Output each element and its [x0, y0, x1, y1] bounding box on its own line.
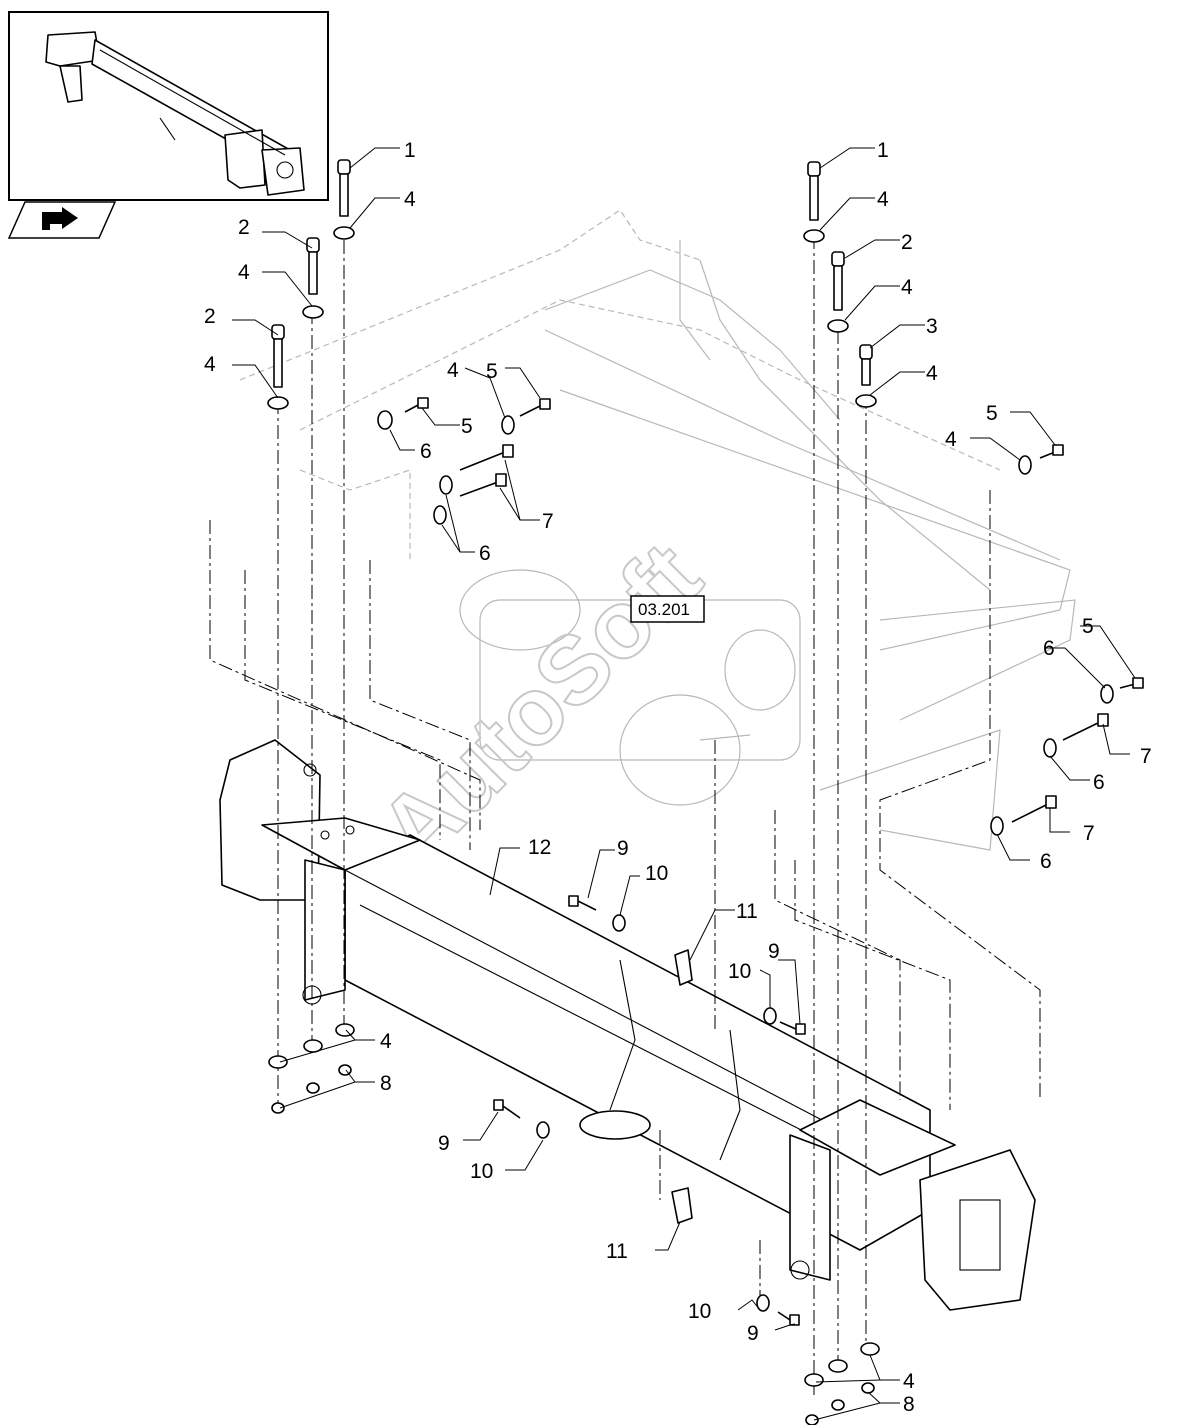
callout-5: 5 — [486, 360, 498, 383]
axle-beam-thumbnail — [45, 31, 305, 196]
callout-6: 6 — [1093, 771, 1105, 794]
background-tractor-frame — [239, 209, 1076, 851]
callout-6: 6 — [479, 542, 491, 565]
bolt-2-left-lower — [271, 324, 285, 388]
callout-2: 2 — [204, 305, 216, 328]
callout-4: 4 — [204, 353, 216, 376]
cross-reference-label: 03.201 — [638, 600, 690, 619]
back-arrow-icon[interactable] — [7, 201, 117, 239]
nuts-8 — [271, 1064, 875, 1425]
bolts-9-washers-10-clips-11 — [493, 895, 806, 1326]
callout-7: 7 — [542, 510, 554, 533]
callout-4: 4 — [903, 1370, 915, 1393]
callout-11: 11 — [736, 900, 758, 923]
bolt-3-right — [859, 344, 873, 386]
callout-9: 9 — [747, 1322, 759, 1345]
callout-10: 10 — [688, 1300, 711, 1323]
callout-5: 5 — [986, 402, 998, 425]
callout-4: 4 — [877, 188, 889, 211]
callout-4: 4 — [447, 359, 459, 382]
callout-1: 1 — [404, 139, 416, 162]
watermark: AutoSoft — [359, 523, 721, 885]
callout-6: 6 — [420, 440, 432, 463]
callout-8: 8 — [903, 1393, 915, 1416]
part-callouts: 1 4 2 4 2 4 5 4 5 6 7 6 1 4 2 4 3 4 5 4 … — [204, 139, 1152, 1416]
callout-9: 9 — [438, 1132, 450, 1155]
callout-12: 12 — [528, 836, 551, 859]
bolt-1-left — [337, 159, 351, 217]
bolt-1-right — [807, 161, 821, 221]
callout-2: 2 — [238, 216, 250, 239]
callout-4: 4 — [901, 276, 913, 299]
bolts-7-washers-6 — [433, 444, 1109, 823]
front-axle-support-beam — [219, 739, 1036, 1311]
callout-5: 5 — [461, 415, 473, 438]
callout-11: 11 — [606, 1240, 628, 1263]
callout-8: 8 — [380, 1072, 392, 1095]
callout-7: 7 — [1083, 822, 1095, 845]
callout-5: 5 — [1082, 615, 1094, 638]
assembly-center-lines — [209, 235, 1041, 1395]
bolts-5-washers-6 — [377, 397, 1144, 836]
leader-lines — [232, 147, 1136, 1421]
callout-4: 4 — [926, 362, 938, 385]
washers-4 — [267, 226, 1032, 1387]
callout-2: 2 — [901, 231, 913, 254]
callout-10: 10 — [645, 862, 668, 885]
callout-9: 9 — [617, 837, 629, 860]
callout-6: 6 — [1040, 850, 1052, 873]
callout-4: 4 — [380, 1030, 392, 1053]
callout-1: 1 — [877, 139, 889, 162]
callout-4: 4 — [238, 261, 250, 284]
callout-10: 10 — [728, 960, 751, 983]
callout-10: 10 — [470, 1160, 493, 1183]
cross-reference-link[interactable]: 03.201 — [630, 595, 705, 623]
callout-9: 9 — [768, 940, 780, 963]
bolt-2-right — [831, 251, 845, 311]
callout-4: 4 — [404, 188, 416, 211]
callout-7: 7 — [1140, 745, 1152, 768]
callout-3: 3 — [926, 315, 938, 338]
callout-4: 4 — [945, 428, 957, 451]
callout-6: 6 — [1043, 637, 1055, 660]
thumbnail-panel — [8, 11, 329, 201]
